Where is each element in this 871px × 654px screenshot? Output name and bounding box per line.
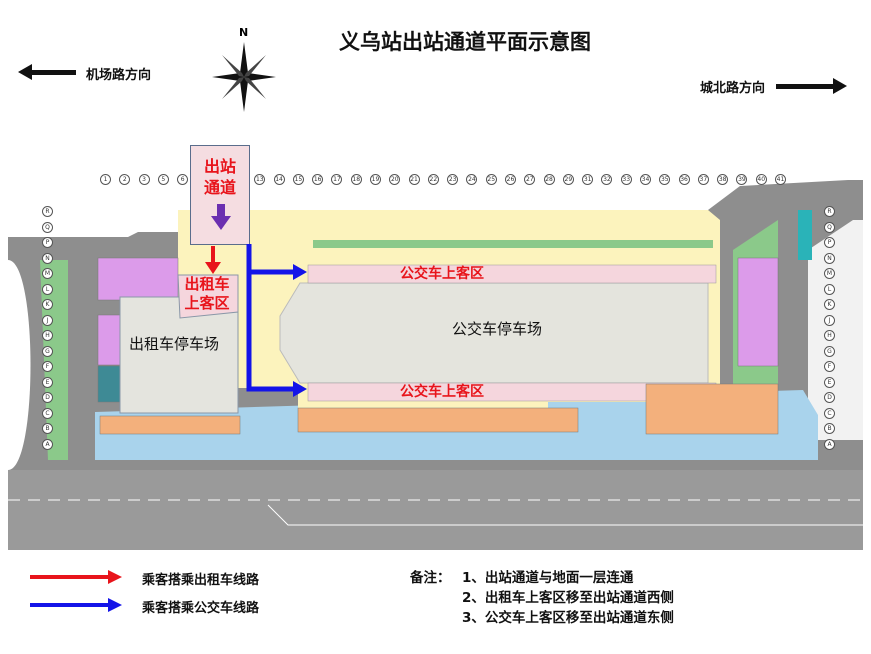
axis-marker: H bbox=[824, 330, 835, 341]
legend-taxi-label: 乘客搭乘出租车线路 bbox=[142, 573, 260, 588]
axis-marker: D bbox=[824, 392, 835, 403]
axis-marker: M bbox=[824, 268, 835, 279]
exit-passage: 出站 通道 bbox=[190, 145, 250, 245]
axis-marker: 3 bbox=[138, 174, 150, 185]
axis-marker: J bbox=[42, 314, 53, 326]
axis-marker: 31 bbox=[582, 174, 594, 185]
axis-marker: 20 bbox=[389, 174, 401, 185]
legend-bus: 乘客搭乘公交车线路 bbox=[30, 598, 310, 616]
axis-marker: 22 bbox=[427, 174, 439, 185]
axis-marker: 24 bbox=[466, 174, 478, 185]
red-arrow-icon bbox=[30, 570, 122, 584]
axis-marker: 27 bbox=[524, 174, 536, 185]
left-direction-label: 机场路方向 bbox=[86, 68, 152, 83]
axis-marker: E bbox=[824, 376, 835, 388]
axis-marker: 40 bbox=[755, 174, 767, 185]
axis-marker: F bbox=[42, 361, 53, 372]
axis-marker: K bbox=[824, 299, 835, 310]
floor-plan-drawing bbox=[8, 140, 863, 550]
axis-marker: 13 bbox=[254, 174, 266, 185]
axis-marker: D bbox=[42, 392, 53, 403]
compass-north-label: N bbox=[239, 26, 249, 39]
bus-pickup-north-label: 公交车上客区 bbox=[400, 266, 484, 282]
down-arrow-icon bbox=[211, 204, 231, 230]
axis-marker: G bbox=[42, 345, 53, 357]
axis-marker: P bbox=[42, 237, 53, 248]
axis-marker: 41 bbox=[775, 174, 786, 185]
axis-marker: 37 bbox=[697, 174, 709, 185]
exit-passage-label: 出站 通道 bbox=[203, 157, 236, 197]
axis-marker: 32 bbox=[601, 174, 613, 185]
axis-marker: 33 bbox=[620, 174, 632, 185]
page-title: 义乌站出站通道平面示意图 bbox=[339, 29, 591, 54]
axis-marker: 17 bbox=[331, 174, 343, 185]
axis-marker: C bbox=[824, 407, 835, 419]
axis-marker: 2 bbox=[119, 174, 131, 185]
axis-marker: 26 bbox=[505, 174, 516, 185]
axis-marker: P bbox=[824, 237, 835, 248]
axis-marker: 28 bbox=[543, 174, 555, 185]
axis-marker: B bbox=[42, 423, 53, 434]
taxi-route-arrow bbox=[205, 246, 221, 274]
axis-marker: 16 bbox=[312, 174, 324, 185]
axis-marker: 39 bbox=[736, 174, 748, 185]
axis-marker: C bbox=[42, 407, 53, 419]
axis-marker: Q bbox=[42, 221, 53, 233]
compass-icon bbox=[212, 42, 276, 112]
bus-pickup-south-label: 公交车上客区 bbox=[400, 384, 484, 400]
right-direction-label: 城北路方向 bbox=[700, 81, 766, 96]
axis-marker: 25 bbox=[485, 174, 497, 185]
axis-marker: F bbox=[824, 361, 835, 372]
axis-marker: N bbox=[824, 252, 835, 264]
note-item: 3、公交车上客区移至出站通道东侧 bbox=[462, 610, 674, 626]
axis-marker: 35 bbox=[659, 174, 671, 185]
axis-marker: L bbox=[42, 283, 53, 295]
axis-marker: 14 bbox=[273, 174, 285, 185]
bus-parking-label: 公交车停车场 bbox=[452, 320, 543, 338]
axis-marker: M bbox=[42, 268, 53, 279]
floor-plan: 1235681113141516171819202122232425262728… bbox=[8, 140, 863, 550]
axis-marker: N bbox=[42, 252, 53, 264]
axis-marker: E bbox=[42, 376, 53, 388]
axis-marker: A bbox=[824, 438, 835, 450]
axis-marker: L bbox=[824, 283, 835, 295]
taxi-pickup-label: 出租车 上客区 bbox=[184, 275, 230, 312]
axis-marker: R bbox=[824, 206, 835, 217]
axis-marker: 1 bbox=[100, 174, 111, 185]
axis-marker: R bbox=[42, 206, 53, 217]
axis-marker: B bbox=[824, 423, 835, 434]
axis-marker: 5 bbox=[157, 174, 169, 185]
axis-marker: A bbox=[42, 438, 53, 450]
notes-heading: 备注： bbox=[410, 570, 451, 586]
axis-marker: 23 bbox=[447, 174, 459, 185]
bus-route-arrow bbox=[246, 244, 307, 397]
note-item: 2、出租车上客区移至出站通道西侧 bbox=[462, 590, 674, 606]
axis-marker: 36 bbox=[678, 174, 690, 185]
axis-marker: 34 bbox=[640, 174, 651, 185]
legend-bus-label: 乘客搭乘公交车线路 bbox=[142, 601, 260, 616]
axis-marker: G bbox=[824, 345, 835, 357]
axis-marker: 38 bbox=[717, 174, 729, 185]
axis-marker: Q bbox=[824, 221, 835, 233]
legend-taxi: 乘客搭乘出租车线路 bbox=[30, 570, 310, 588]
axis-marker: 19 bbox=[370, 174, 381, 185]
axis-marker: 18 bbox=[350, 174, 362, 185]
axis-marker: 15 bbox=[292, 174, 304, 185]
axis-marker: H bbox=[42, 330, 53, 341]
axis-marker: 29 bbox=[562, 174, 574, 185]
taxi-parking-label: 出租车停车场 bbox=[129, 335, 220, 353]
note-item: 1、出站通道与地面一层连通 bbox=[462, 570, 634, 586]
axis-marker: 6 bbox=[177, 174, 189, 185]
blue-arrow-icon bbox=[30, 598, 122, 612]
axis-marker: J bbox=[824, 314, 835, 326]
axis-marker: 21 bbox=[408, 174, 420, 185]
axis-marker: K bbox=[42, 299, 53, 310]
